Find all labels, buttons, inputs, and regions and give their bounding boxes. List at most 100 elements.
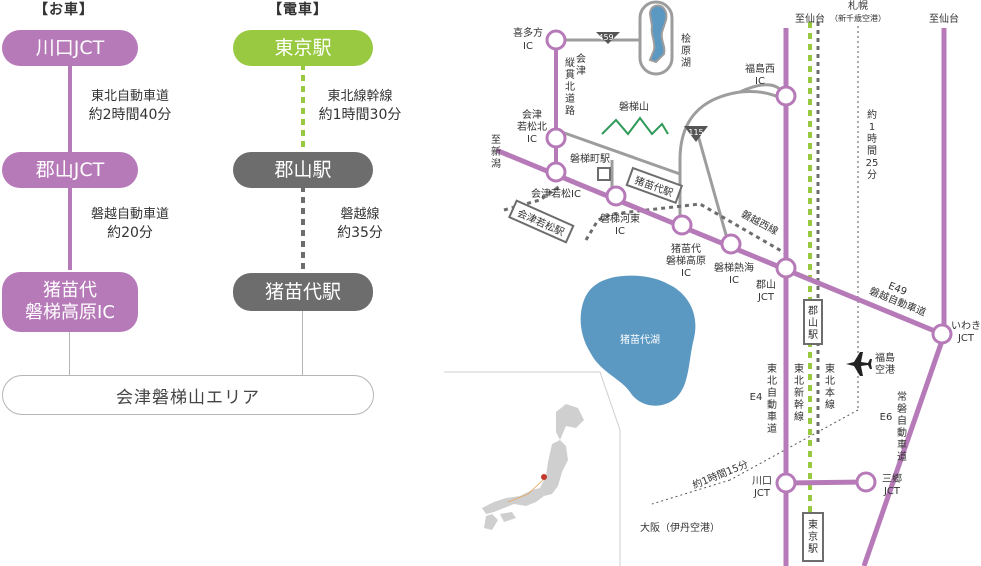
label-tohoku-exp-6: 道 (767, 422, 777, 435)
label-joban-4: 動 (897, 426, 907, 439)
label-sapporo: 札幌 (848, 0, 868, 12)
label-inawashiro-bandai-3: IC (681, 268, 691, 279)
label-shinkansen-2: 北 (794, 375, 804, 387)
label-airport-2: 空港 (875, 363, 895, 376)
train-node-label: 東京駅 (274, 36, 332, 59)
inset-location-dot (541, 474, 547, 480)
inawashiro-lake (580, 275, 696, 406)
label-e4: E4 (750, 392, 763, 403)
label-e6: E6 (880, 412, 893, 423)
koriyama-station-box (803, 299, 823, 345)
label-sapporo-time-1: 約 (867, 108, 877, 121)
hibara-lake (648, 4, 668, 64)
airplane-icon (846, 352, 872, 376)
ic-aizuwakamatsu-kita (545, 127, 567, 149)
destination-area-box: 会津磐梯山エリア (2, 375, 374, 415)
label-hibara-3: 湖 (681, 57, 691, 69)
label-kitakata-1: 喜多方 (513, 26, 543, 39)
label-fukushima-nishi-2: IC (755, 76, 765, 87)
aizuwakamatsu-station-box (508, 199, 575, 244)
label-shinkansen-5: 線 (794, 410, 804, 423)
destination-area-label: 会津磐梯山エリア (116, 387, 260, 408)
label-tokyo-sta-1: 東 (808, 518, 818, 531)
label-kawaguchi-1: 川口 (752, 476, 772, 487)
label-sendai-left: 至仙台 (795, 12, 825, 25)
route-459: 459 (598, 33, 613, 42)
label-misato-1: 三郷 (882, 473, 902, 485)
route-shields: 459 115 (596, 32, 708, 142)
label-joban-6: 道 (897, 450, 907, 463)
car-header: 【お車】 (34, 2, 94, 18)
label-airport-1: 福島 (875, 351, 895, 364)
label-misato-2: JCT (883, 486, 901, 497)
car-node-label: 川口JCT (35, 36, 105, 59)
ic-iwaki-jct (931, 323, 953, 345)
car-area-connector (69, 330, 70, 375)
inset-frame (444, 371, 621, 566)
route-115: 115 (688, 128, 703, 137)
label-osaka-time: 約1時間15分 (690, 457, 750, 491)
label-inawashiro-bandai-2: 磐梯高原 (666, 254, 706, 267)
label-koriyama-sta-2: 山 (808, 317, 818, 329)
car-seg2-road: 磐越自動車道 (90, 207, 169, 222)
label-shinkansen-4: 幹 (794, 398, 804, 411)
label-tokyo-sta-2: 京 (808, 530, 818, 543)
ic-aizuwakamatsu (545, 161, 567, 183)
label-aizuwakamatsukita-2: 若松北 (517, 120, 547, 133)
bandaimachi-station-box (597, 167, 611, 181)
label-tohoku-exp-2: 北 (767, 375, 777, 387)
lake-label: 猪苗代湖 (620, 334, 660, 346)
inawashiro-station-box (625, 166, 684, 205)
train-seg2-label: 磐越線 約35分 (318, 206, 402, 244)
label-hibara-2: 原 (681, 45, 691, 57)
label-aizuwakamatsu-ic: 会津若松IC (531, 187, 581, 200)
japan-inset-map (482, 404, 584, 530)
car-seg2-time: 約20分 (107, 225, 153, 242)
label-honsen-1: 東 (825, 362, 835, 375)
label-aizujukan-5: 北 (565, 81, 575, 93)
ic-inawashiro-bandai (671, 214, 693, 236)
label-tohoku-exp-5: 車 (767, 410, 777, 423)
label-aizujukan-1: 会 (576, 52, 586, 65)
label-aizuwakamatsukita-1: 会津 (522, 108, 542, 121)
car-node-label: 郡山JCT (35, 158, 105, 181)
ic-markers (545, 29, 953, 494)
train-seg1-line (301, 64, 305, 154)
label-aizujukan-4: 貫 (565, 69, 575, 81)
label-bandai-kawahigashi-2: IC (615, 226, 625, 237)
label-tohoku-exp-4: 動 (767, 398, 777, 411)
car-node-kawaguchi-jct: 川口JCT (2, 30, 138, 66)
car-node-koriyama-jct: 郡山JCT (2, 152, 138, 188)
ic-bandai-kawahigashi (605, 185, 627, 207)
label-joban-3: 自 (897, 414, 907, 427)
train-seg2-time: 約35分 (337, 225, 383, 242)
label-bandai-atami-1: 磐梯熱海 (714, 261, 754, 274)
flight-lines (651, 26, 859, 505)
label-bandaisan: 磐梯山 (619, 100, 649, 113)
train-header: 【電車】 (268, 2, 328, 18)
train-node-label: 猪苗代駅 (264, 280, 341, 303)
label-sendai-right: 至仙台 (929, 12, 959, 25)
label-kitakata-2: IC (523, 41, 533, 52)
label-joban-1: 常 (897, 390, 907, 403)
car-node-inawashiro-ic: 猪苗代 磐梯高原IC (2, 272, 138, 332)
label-aizuwakamatsukita-3: IC (527, 134, 537, 145)
ic-bandai-atami (720, 233, 742, 255)
label-honsen-2: 北 (825, 375, 835, 387)
ic-fukushima-nishi (775, 85, 797, 107)
label-joban-2: 磐 (897, 402, 907, 415)
label-aizujukan-6: 道 (565, 92, 575, 105)
label-koriyama-jct-1: 郡山 (756, 279, 776, 291)
label-niigata-2: 新 (491, 145, 501, 158)
label-banetsu-west: 磐越西線 (739, 207, 780, 237)
label-tohoku-exp-1: 東 (767, 362, 777, 375)
bandaisan-mountain-icon (601, 116, 669, 136)
label-tohoku-exp-3: 自 (767, 386, 777, 399)
train-seg1-time: 約1時間30分 (318, 107, 402, 124)
train-node-label: 郡山駅 (274, 158, 332, 181)
label-bandaimachi: 磐梯町駅 (570, 152, 610, 165)
train-seg1-label: 東北線幹線 約1時間30分 (308, 88, 412, 126)
label-aizujukan-3: 縦 (565, 56, 575, 69)
label-sapporo-time-6: 分 (867, 169, 877, 181)
car-seg1-time: 約2時間40分 (88, 107, 172, 124)
